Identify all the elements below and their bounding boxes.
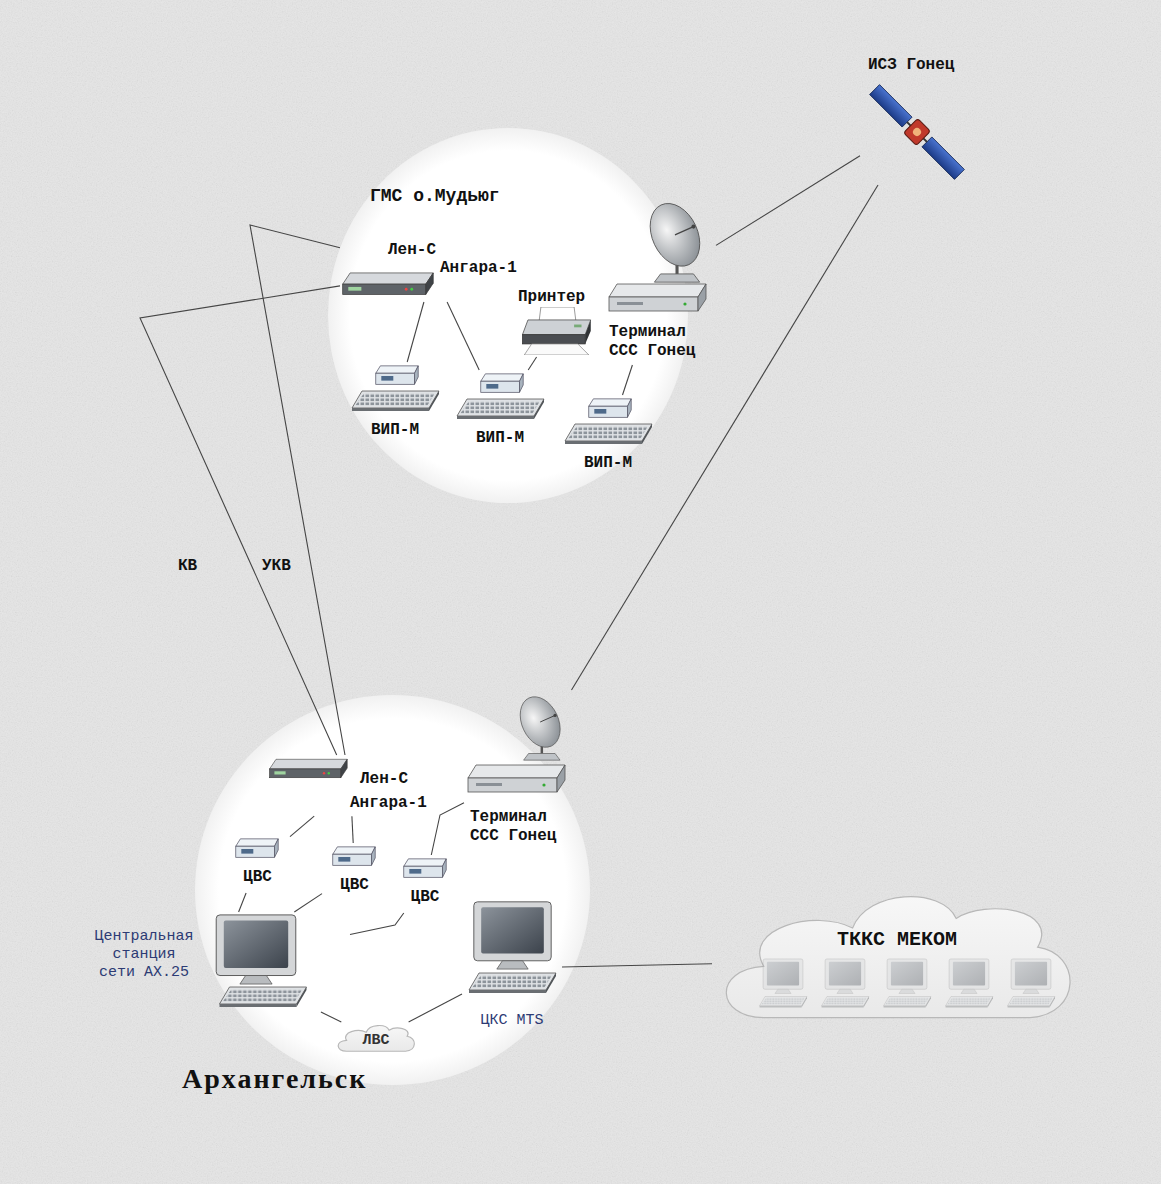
link-line [140,286,340,755]
link-line [716,156,860,246]
text-slot: Терминал ССС Гонец [470,808,574,846]
node-label: Центральная станция сети AX.25 [92,928,196,982]
keyboard-icon [457,399,544,419]
printer-icon [522,307,590,355]
node-label: ИСЗ Гонец [868,56,954,75]
link-line [407,302,424,362]
terminal-unit-icon [481,374,523,392]
computer-icon [474,902,551,969]
text-slot: Терминал ССС Гонец [609,323,713,361]
node-label: Терминал ССС Гонец [470,808,574,846]
text-slot: ЦВС [322,875,387,895]
adapter-icon [404,859,446,877]
link-line [352,816,353,843]
link-line [250,225,345,755]
circle-shape [328,128,688,503]
text-slot: ГМС о.Мудьюг [370,186,500,208]
text-slot: Центральная станция сети AX.25 [92,928,196,982]
text-slot: Лен-С [388,240,436,260]
text-slot: ВИП-М [450,428,550,448]
terminal-icon [468,765,565,792]
node-label: Лен-С [388,241,436,260]
text-slot: ЦВС [394,887,456,907]
satellite-icon [868,83,967,182]
terminal-unit-icon [376,366,418,384]
link-line [447,302,479,370]
link-line [239,893,247,912]
link-line [623,365,633,395]
node-label: ВИП-М [584,454,632,473]
text-slot: Архангельск [182,1062,367,1096]
link-line [290,816,314,836]
text-slot: КВ [178,556,197,576]
node-label: ВИП-М [476,429,524,448]
text-slot: ВИП-М [558,453,658,473]
link-label: УКВ [262,557,291,576]
link-line [528,357,536,370]
text-slot: Принтер [518,287,585,307]
text-slot: ЦВС [225,867,290,887]
modem-icon [343,273,434,294]
node-label: ЦВС [243,868,272,887]
node-label: Архангельск [182,1062,367,1096]
link-line [321,1012,341,1022]
node-label: ЦКС MTS [480,1012,543,1030]
link-line [294,894,322,912]
text-slot: ЛВС [335,1030,417,1050]
dish-icon [641,195,710,282]
node-label: ЦВС [340,876,369,895]
text-slot: ТККС МЕКОМ [712,928,1082,952]
computer-icon [216,915,296,984]
station-circle: ГМС о.МудьюгЛен-САнгара-1ПринтерТерминал… [328,128,688,503]
node-label: Лен-С [360,770,408,789]
keyboard-icon [469,973,556,993]
node-label: ГМС о.Мудьюг [370,186,500,208]
terminal-icon [609,284,706,311]
keyboard-icon [352,391,439,411]
adapter-icon [333,847,375,865]
node-label: Принтер [518,288,585,307]
network-computers [760,959,1055,1008]
link-line [409,994,462,1022]
node-label: ЛВС [362,1032,389,1050]
text-slot: ВИП-М [345,420,445,440]
keyboard-icon [220,987,307,1007]
link-line [350,913,404,935]
lan-cloud: ЛВС [335,1022,417,1056]
node-label: Терминал ССС Гонец [609,323,713,361]
text-slot: УКВ [262,556,291,576]
text-slot: ЦКС MTS [462,1010,562,1030]
text-slot: Лен-С [360,769,408,789]
link-line [572,185,879,690]
node-label: ТККС МЕКОМ [837,928,957,952]
terminal-unit-icon [589,399,631,417]
node-label: Ангара-1 [350,794,427,813]
dish-icon [512,690,567,760]
node-label: ЦВС [411,888,440,907]
adapter-icon [236,839,278,857]
cloud-shape [338,1026,414,1052]
text-slot: Ангара-1 [440,258,517,278]
node-label: ВИП-М [371,421,419,440]
link-line [562,964,712,967]
modem-icon [270,759,348,777]
link-line [431,803,464,855]
cloud-shape [726,897,1070,1018]
text-slot: ИСЗ Гонец [868,55,954,75]
link-label: КВ [178,557,197,576]
node-label: Ангара-1 [440,259,517,278]
text-slot: Ангара-1 [350,793,427,813]
keyboard-icon [565,424,652,444]
